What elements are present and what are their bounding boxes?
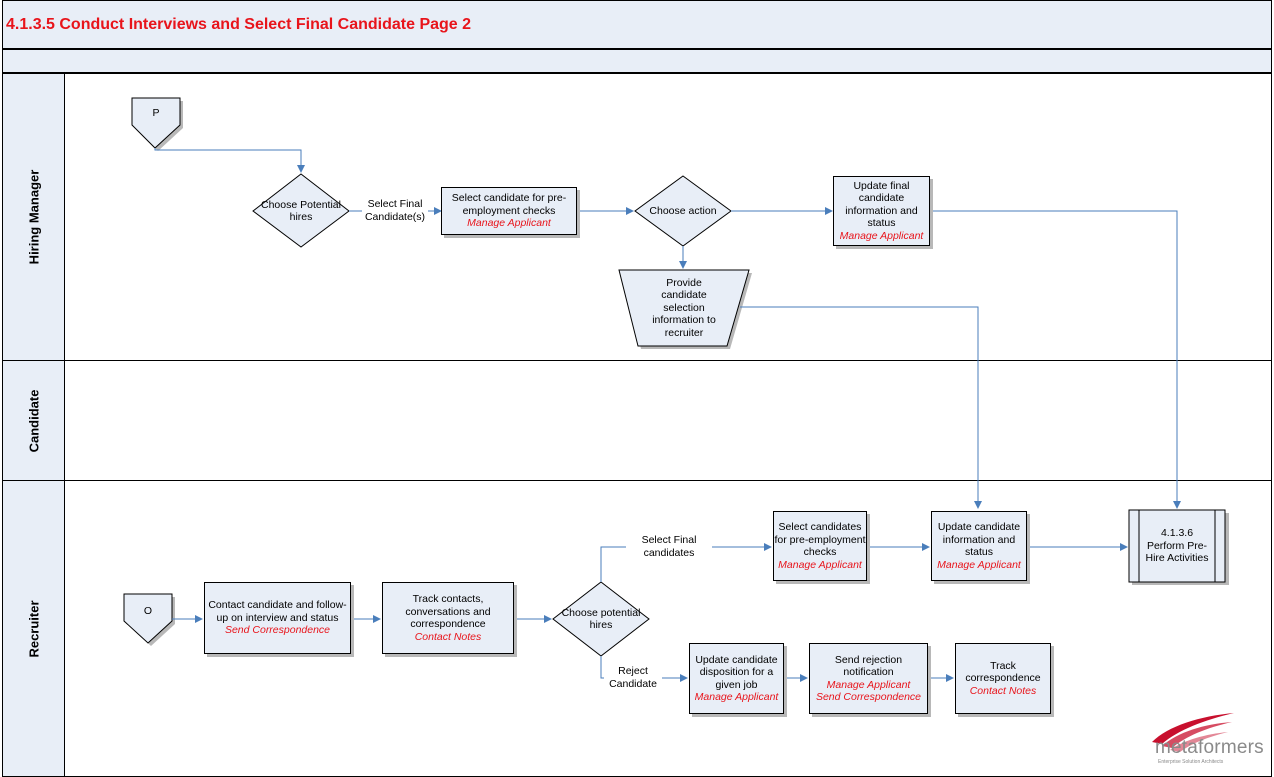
connector-p: P xyxy=(132,98,180,128)
select-candidate-pre-employment-ref: Manage Applicant xyxy=(467,217,551,230)
contact-candidate-text: Contact candidate and follow-up on inter… xyxy=(208,599,347,624)
choose-potential-hires-hm: Choose Potential hires xyxy=(259,186,343,236)
select-candidate-pre-employment: Select candidate for pre-employment chec… xyxy=(441,187,577,235)
track-contacts-ref: Contact Notes xyxy=(414,630,482,643)
select-candidate-pre-employment-text: Select candidate for pre-employment chec… xyxy=(451,192,567,217)
contact-candidate: Contact candidate and follow-up on inter… xyxy=(204,582,351,654)
lane-label-hiring-manager: Hiring Manager xyxy=(26,169,41,265)
edge-label-reject-candidate: Reject Candidate xyxy=(604,665,662,690)
track-contacts: Track contacts, conversations and corres… xyxy=(382,582,514,654)
send-rejection-ref: Manage Applicant xyxy=(826,678,911,691)
lane-candidate xyxy=(64,360,1272,481)
lane-label-cell-candidate: Candidate xyxy=(2,360,65,481)
update-candidate-info-ref: Manage Applicant xyxy=(937,558,1021,571)
send-rejection: Send rejection notification Manage Appli… xyxy=(809,643,928,714)
lane-label-cell-hiring-manager: Hiring Manager xyxy=(2,73,65,361)
connector-o-label: O xyxy=(143,604,153,617)
track-correspondence-text: Track correspondence xyxy=(965,659,1041,685)
update-candidate-info-text: Update candidate information and status xyxy=(937,521,1021,558)
metaformers-logo-tagline: Enterprise Solution Architects xyxy=(1158,759,1224,765)
update-final-candidate: Update final candidate information and s… xyxy=(833,176,930,246)
lane-label-candidate: Candidate xyxy=(26,389,41,452)
contact-candidate-ref: Send Correspondence xyxy=(224,624,331,637)
update-final-candidate-text: Update final candidate information and s… xyxy=(845,179,918,230)
provide-candidate-selection-label: Provide candidate selection information … xyxy=(652,276,716,339)
update-candidate-info: Update candidate information and status … xyxy=(931,511,1027,581)
send-rejection-ref2: Send Correspondence xyxy=(815,691,922,703)
track-correspondence: Track correspondence Contact Notes xyxy=(955,643,1051,714)
connector-o: O xyxy=(124,594,172,628)
track-contacts-text: Track contacts, conversations and corres… xyxy=(405,593,491,630)
choose-action-label: Choose action xyxy=(649,204,717,217)
provide-candidate-selection: Provide candidate selection information … xyxy=(644,272,724,344)
perform-pre-hire: 4.1.3.6 Perform Pre-Hire Activities xyxy=(1141,512,1213,580)
edge-label-select-final-candidates-hm: Select Final Candidate(s) xyxy=(362,198,428,223)
send-rejection-text: Send rejection notification xyxy=(834,653,903,679)
choose-potential-hires-rec: Choose potential hires xyxy=(561,600,641,638)
update-candidate-disposition-text: Update candidate disposition for a given… xyxy=(695,653,778,691)
choose-potential-hires-rec-label: Choose potential hires xyxy=(561,606,641,632)
page-title: 4.1.3.5 Conduct Interviews and Select Fi… xyxy=(6,16,472,33)
connector-p-label: P xyxy=(152,106,160,119)
update-candidate-disposition: Update candidate disposition for a given… xyxy=(689,643,784,714)
choose-action: Choose action xyxy=(640,198,726,224)
select-candidates-pre-employment: Select candidates for pre-employment che… xyxy=(773,511,867,581)
lane-label-cell-recruiter: Recruiter xyxy=(2,480,65,777)
update-candidate-disposition-ref: Manage Applicant xyxy=(694,691,779,703)
subheader-band xyxy=(2,49,1272,73)
metaformers-logo-text: metaformers xyxy=(1155,737,1264,758)
select-candidates-pre-employment-text: Select candidates for pre-employment che… xyxy=(774,521,866,558)
update-final-candidate-ref: Manage Applicant xyxy=(839,229,924,242)
lane-label-recruiter: Recruiter xyxy=(26,599,41,658)
select-candidates-pre-employment-ref: Manage Applicant xyxy=(778,558,862,571)
edge-label-select-final-candidates-rec: Select Final candidates xyxy=(626,534,712,559)
track-correspondence-ref: Contact Notes xyxy=(969,684,1037,697)
perform-pre-hire-label: 4.1.3.6 Perform Pre-Hire Activities xyxy=(1145,527,1209,565)
choose-potential-hires-hm-label: Choose Potential hires xyxy=(261,198,341,224)
title-band: 4.1.3.5 Conduct Interviews and Select Fi… xyxy=(2,0,1272,49)
